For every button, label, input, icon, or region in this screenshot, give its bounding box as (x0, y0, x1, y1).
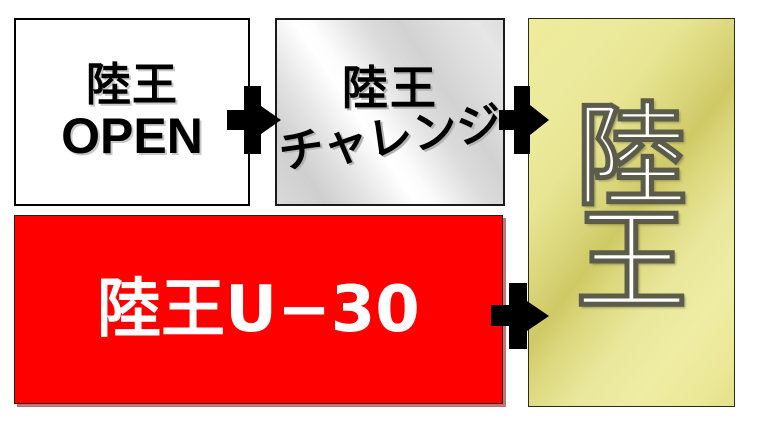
rikuoh-open-line1: 陸王 (85, 58, 178, 112)
rikuoh-gold-vertical-text: 陸 王 (529, 92, 734, 328)
rikuoh-open-box[interactable]: 陸王 OPEN (14, 18, 250, 206)
rikuoh-open-line2: OPEN (61, 107, 203, 164)
rikuoh-u30-label: 陸王U−30 (97, 272, 420, 347)
gold-gradient-fill (529, 19, 734, 406)
rikuoh-challenge-line1: 陸王 (342, 60, 438, 115)
rikuoh-gold-char1: 陸 (575, 92, 689, 222)
rikuoh-gold-char2: 王 (575, 197, 689, 328)
rikuoh-challenge-text-group: 陸王 チャレンジ (277, 20, 503, 204)
arrow-open-to-challenge (227, 86, 281, 154)
metallic-gradient-fill (277, 20, 503, 204)
rikuoh-challenge-line2: チャレンジ (275, 95, 505, 179)
rikuoh-challenge-box[interactable]: 陸王 チャレンジ (275, 18, 505, 206)
rikuoh-u30-box[interactable]: 陸王U−30 (14, 215, 503, 404)
rikuoh-gold-box[interactable]: 陸 王 (528, 18, 735, 407)
arrow-u30-to-gold (491, 283, 549, 349)
arrow-challenge-to-gold (499, 86, 549, 154)
